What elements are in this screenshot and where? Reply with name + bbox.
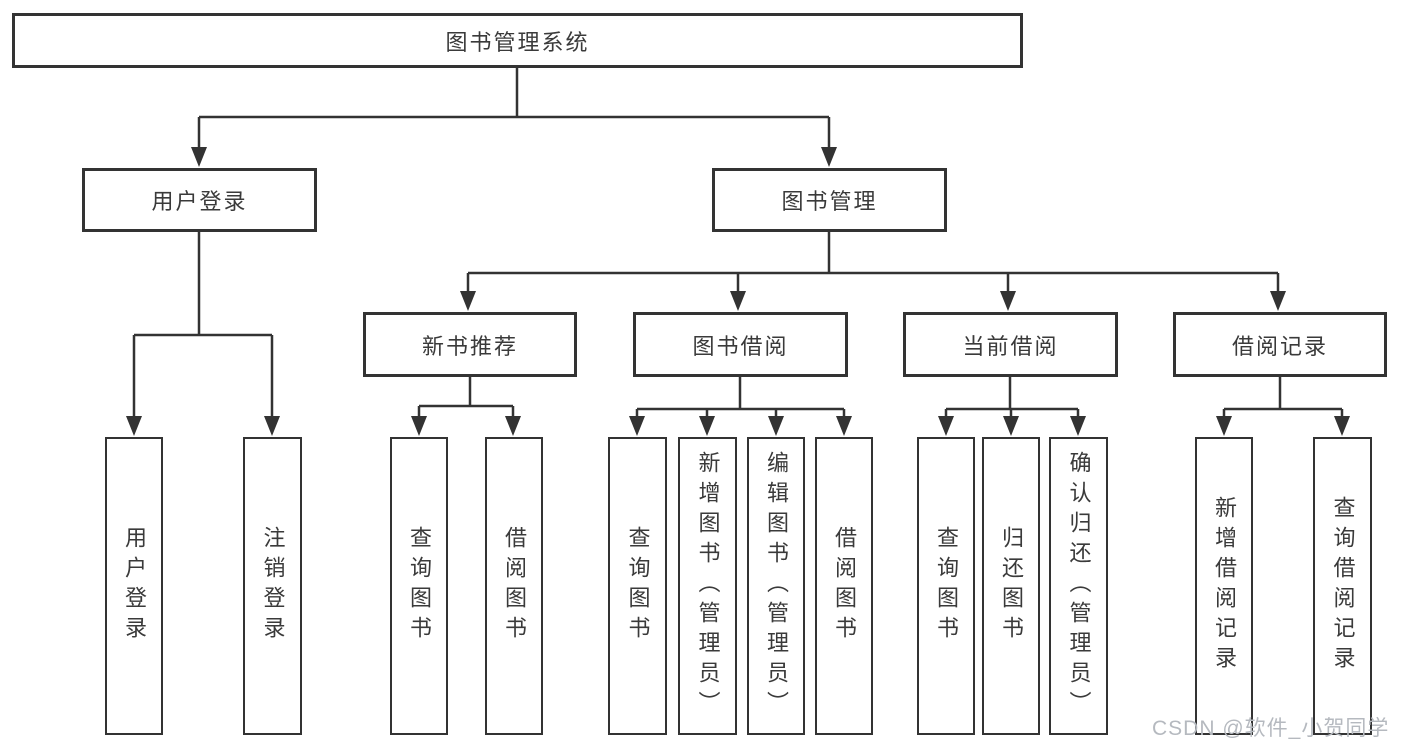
node-label: 确认归还（管理员） [1066, 451, 1092, 721]
node-current-borrow: 当前借阅 [903, 312, 1118, 377]
node-book-management-branch: 图书管理 [712, 168, 947, 232]
node-label: 图书管理系统 [445, 29, 590, 55]
node-label: 新书推荐 [421, 333, 518, 359]
leaf-query-books-recommend: 查询图书 [390, 437, 448, 735]
node-label: 查询图书 [407, 526, 432, 646]
leaf-query-books-borrow: 查询图书 [608, 437, 667, 735]
leaf-query-borrow-record: 查询借阅记录 [1313, 437, 1372, 735]
connector-shafts [132, 68, 1344, 422]
node-label: 编辑图书（管理员） [764, 451, 789, 721]
node-label: 注销登录 [260, 526, 286, 646]
arrow-heads [126, 147, 1350, 436]
node-new-book-recommend: 新书推荐 [363, 312, 577, 377]
node-root-system: 图书管理系统 [12, 13, 1023, 68]
leaf-return-books: 归还图书 [982, 437, 1040, 735]
leaf-add-books-admin: 新增图书（管理员） [678, 437, 737, 735]
leaf-add-borrow-record: 新增借阅记录 [1195, 437, 1253, 735]
node-label: 借阅图书 [832, 526, 857, 646]
csdn-watermark: CSDN @软件_小贺同学 [1152, 717, 1390, 740]
node-label: 借阅记录 [1231, 333, 1328, 359]
leaf-confirm-return-admin: 确认归还（管理员） [1049, 437, 1108, 735]
node-label: 归还图书 [999, 526, 1024, 646]
node-label: 新增图书（管理员） [695, 451, 721, 721]
node-label: 查询图书 [934, 526, 959, 646]
node-label: 用户登录 [151, 189, 248, 214]
node-label: 查询图书 [625, 526, 651, 646]
node-label: 借阅图书 [502, 526, 527, 646]
node-label: 图书管理 [781, 189, 878, 214]
node-label: 当前借阅 [962, 333, 1059, 359]
leaf-borrow-books-recommend: 借阅图书 [485, 437, 543, 735]
node-borrow-records: 借阅记录 [1173, 312, 1387, 377]
leaf-borrow-books: 借阅图书 [815, 437, 873, 735]
node-book-borrow: 图书借阅 [633, 312, 848, 377]
node-label: 图书借阅 [692, 333, 789, 359]
node-user-login-branch: 用户登录 [82, 168, 317, 232]
node-label: 查询借阅记录 [1330, 496, 1356, 676]
leaf-edit-books-admin: 编辑图书（管理员） [747, 437, 805, 735]
node-label: 新增借阅记录 [1212, 496, 1237, 676]
node-label: 用户登录 [122, 526, 147, 646]
leaf-query-books-current: 查询图书 [917, 437, 975, 735]
leaf-logout: 注销登录 [243, 437, 302, 735]
leaf-user-login: 用户登录 [105, 437, 163, 735]
